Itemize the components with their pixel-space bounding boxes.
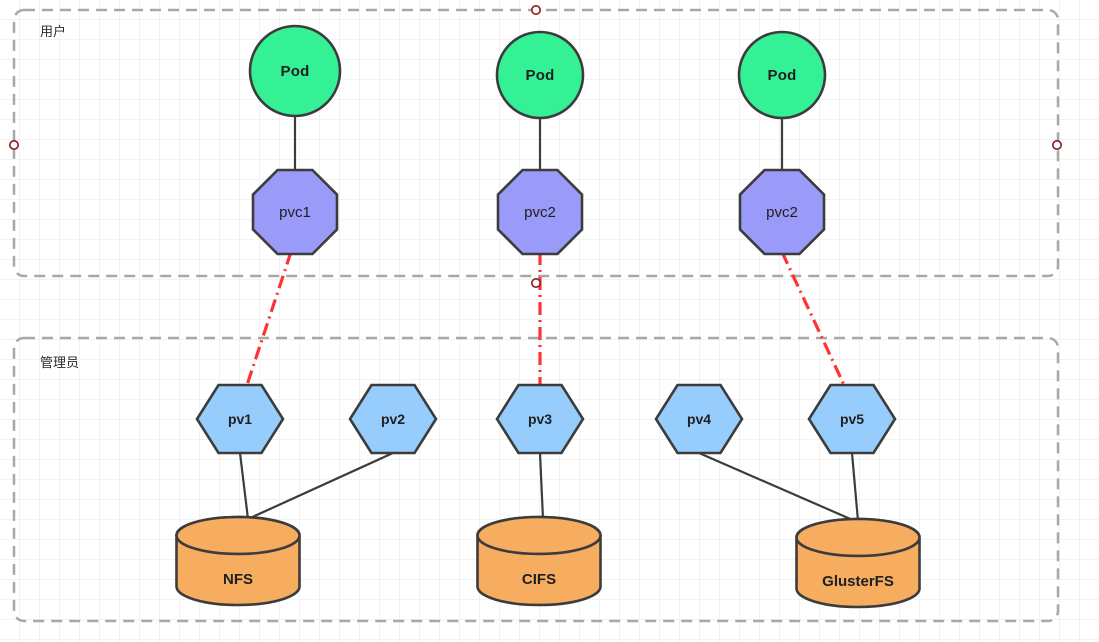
pv-2[interactable]	[348, 383, 438, 455]
pv-4[interactable]	[654, 383, 744, 455]
storage-cifs[interactable]	[476, 515, 602, 607]
pv-5[interactable]	[807, 383, 897, 455]
diagram-nodes[interactable]	[175, 24, 921, 609]
pv-3[interactable]	[495, 383, 585, 455]
pvc-2[interactable]	[496, 168, 584, 256]
binding-edges	[245, 251, 846, 386]
pod-3[interactable]	[737, 30, 827, 120]
solid-edges	[238, 116, 860, 523]
pvc-1[interactable]	[251, 168, 339, 256]
handle-user-right[interactable]	[1052, 140, 1063, 151]
admin-group[interactable]	[12, 336, 1060, 623]
edge-pv1-nfs[interactable]	[238, 452, 250, 520]
handle-user-left[interactable]	[9, 140, 19, 151]
binding-pvc1-pv1[interactable]	[245, 251, 293, 386]
edge-pv2-nfs[interactable]	[247, 451, 394, 521]
binding-pvc2b-pv5[interactable]	[780, 251, 846, 386]
group-label-user: 用户	[40, 25, 67, 40]
pod-2[interactable]	[495, 30, 585, 120]
edge-pv3-cifs[interactable]	[538, 452, 545, 520]
storage-glusterfs[interactable]	[795, 517, 921, 609]
handle-user-top[interactable]	[530, 5, 541, 15]
pod-1[interactable]	[248, 24, 342, 118]
edge-pv5-glusterfs[interactable]	[850, 452, 860, 522]
selection-handles[interactable]	[9, 5, 1063, 288]
pvc-3[interactable]	[738, 168, 826, 256]
group-label-admin: 管理员	[40, 356, 80, 371]
edge-pv4-glusterfs[interactable]	[698, 451, 856, 523]
pv-1[interactable]	[195, 383, 285, 455]
storage-nfs[interactable]	[175, 515, 301, 607]
handle-user-bottom[interactable]	[530, 277, 541, 288]
